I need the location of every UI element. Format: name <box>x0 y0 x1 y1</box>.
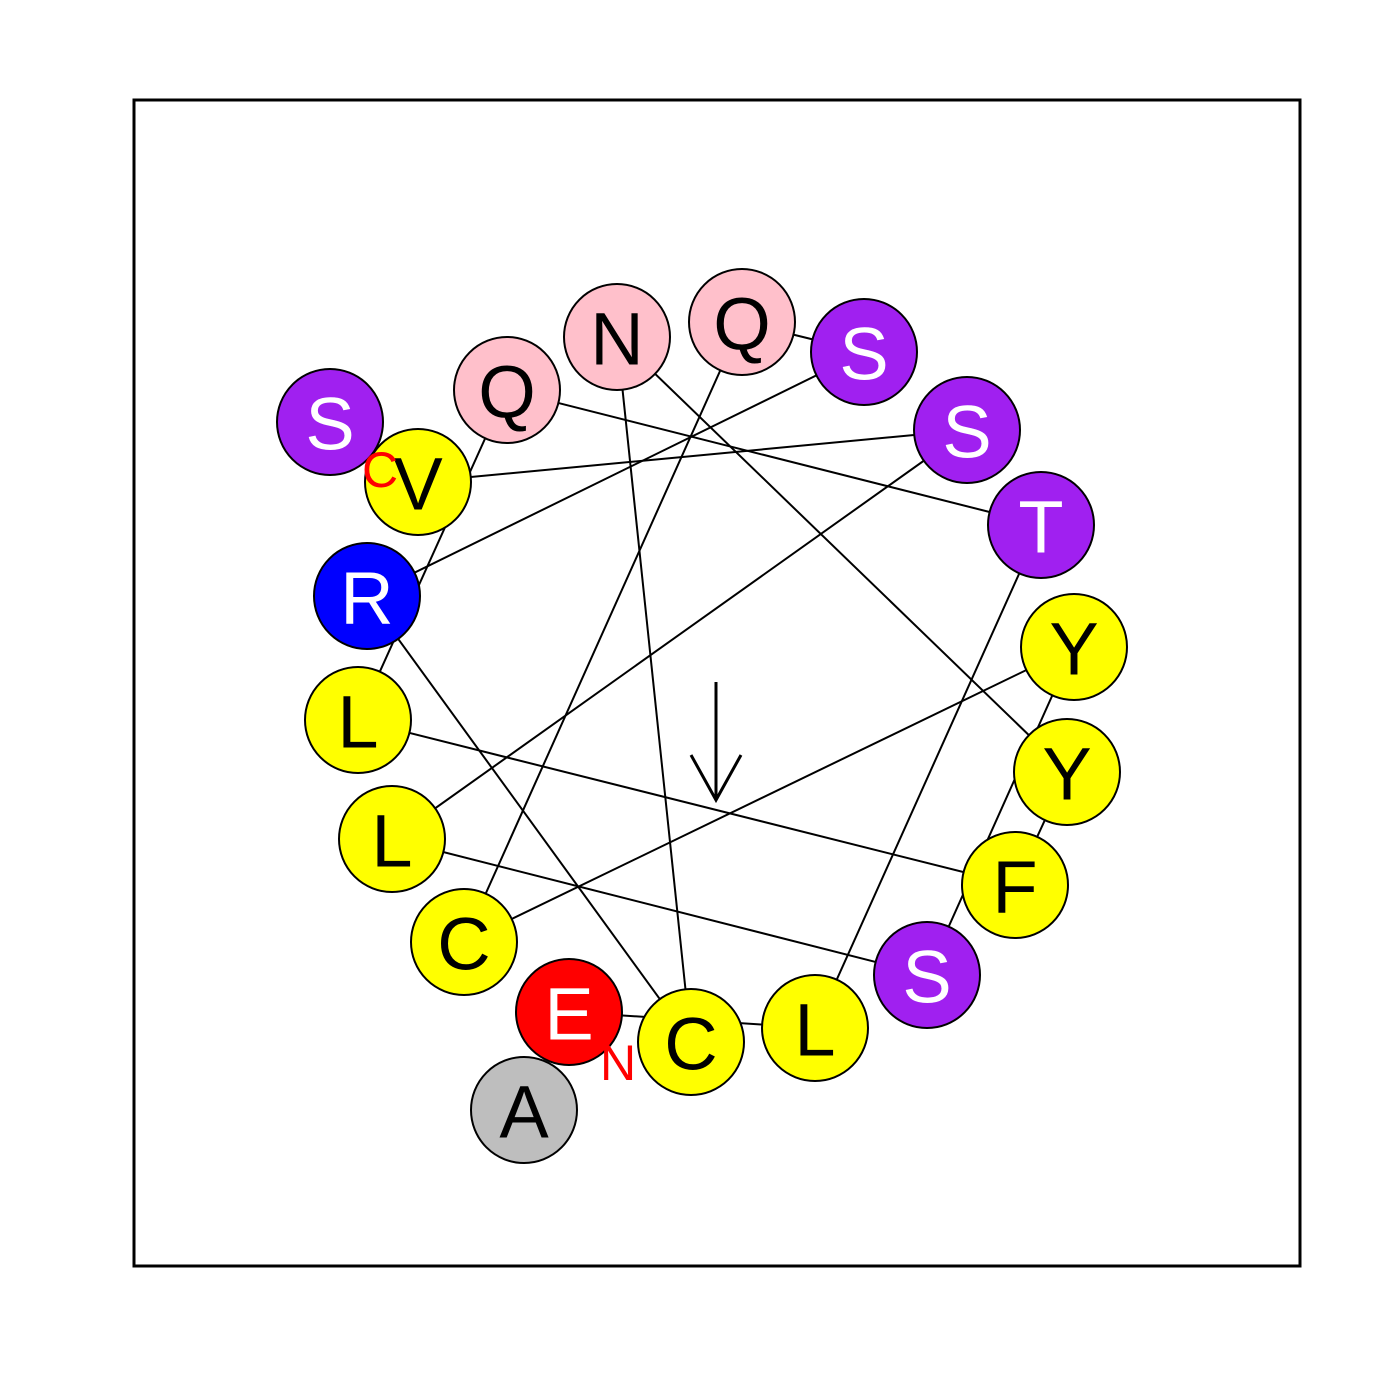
residue-circle <box>410 888 518 996</box>
residue-letter: L <box>794 989 835 1072</box>
residue-y: Y <box>1013 718 1121 826</box>
residue-circle <box>1020 593 1128 701</box>
connector-line <box>366 595 692 1043</box>
residue-letter: S <box>305 383 354 466</box>
residue-circle <box>987 471 1095 579</box>
residue-circle <box>961 831 1069 939</box>
residue-q: Q <box>688 268 796 376</box>
residue-l: L <box>761 974 869 1082</box>
residue-letter: C <box>664 1003 717 1086</box>
residue-circle <box>470 1056 578 1164</box>
residue-l: L <box>338 785 446 893</box>
residue-circle <box>1013 718 1121 826</box>
residue-c: C <box>637 988 745 1096</box>
residue-letter: S <box>839 313 888 396</box>
residue-letter: T <box>1018 486 1063 569</box>
connector-line <box>814 524 1042 1029</box>
residue-circle <box>338 785 446 893</box>
connector-line <box>391 838 928 976</box>
connector-line <box>616 336 692 1043</box>
residue-letter: S <box>902 936 951 1019</box>
residue-letter: N <box>590 298 643 381</box>
terminus-labels: N C <box>362 442 636 1091</box>
residue-circle <box>913 376 1021 484</box>
connector-line <box>616 336 1068 773</box>
residue-n: N <box>563 283 671 391</box>
residue-q: Q <box>453 336 561 444</box>
residue-e: E <box>515 958 623 1066</box>
residue-t: T <box>987 471 1095 579</box>
residue-circle <box>276 368 384 476</box>
residue-v: V <box>364 428 472 536</box>
residue-s: S <box>810 298 918 406</box>
c-terminus-label: C <box>362 442 398 498</box>
residue-circle <box>515 958 623 1066</box>
residue-letter: Y <box>1042 733 1091 816</box>
residue-circle <box>810 298 918 406</box>
residue-letter: F <box>992 846 1037 929</box>
residue-circle <box>313 542 421 650</box>
residue-letter: L <box>371 800 412 883</box>
connector-line <box>463 646 1075 943</box>
residue-letter: L <box>337 681 378 764</box>
connector-line <box>506 389 1042 526</box>
residue-r: R <box>313 542 421 650</box>
residue-circle <box>637 988 745 1096</box>
residue-y: Y <box>1020 593 1128 701</box>
residue-circle <box>304 666 412 774</box>
residue-l: L <box>304 666 412 774</box>
plot-frame <box>132 98 1302 1268</box>
residue-circle <box>761 974 869 1082</box>
residue-s: S <box>873 921 981 1029</box>
connector-line <box>391 429 968 840</box>
residue-letter: V <box>393 443 443 526</box>
connector-line <box>926 646 1075 976</box>
residue-circle <box>453 336 561 444</box>
hydrophobic-moment-arrow <box>689 682 743 804</box>
residue-a: A <box>470 1056 578 1164</box>
residue-c: C <box>410 888 518 996</box>
residue-f: F <box>961 831 1069 939</box>
n-terminus-label: N <box>600 1035 636 1091</box>
residue-letter: A <box>499 1071 549 1154</box>
residue-circle <box>364 428 472 536</box>
residue-circle <box>563 283 671 391</box>
connector-line <box>463 321 743 943</box>
connector-line <box>357 389 508 721</box>
residue-letter: C <box>437 903 490 986</box>
residue-letter: Q <box>478 351 536 434</box>
connector-line <box>357 719 1016 886</box>
connector-lines <box>357 321 1075 1043</box>
residue-letter: R <box>340 557 393 640</box>
residue-s: S <box>913 376 1021 484</box>
residue-circle <box>873 921 981 1029</box>
residue-circle <box>688 268 796 376</box>
connector-line <box>366 351 865 597</box>
residue-letter: S <box>942 391 991 474</box>
residue-letter: Q <box>713 283 771 366</box>
residue-s: S <box>276 368 384 476</box>
connector-line <box>417 429 968 483</box>
residue-letter: E <box>544 973 593 1056</box>
residue-letter: Y <box>1049 608 1098 691</box>
